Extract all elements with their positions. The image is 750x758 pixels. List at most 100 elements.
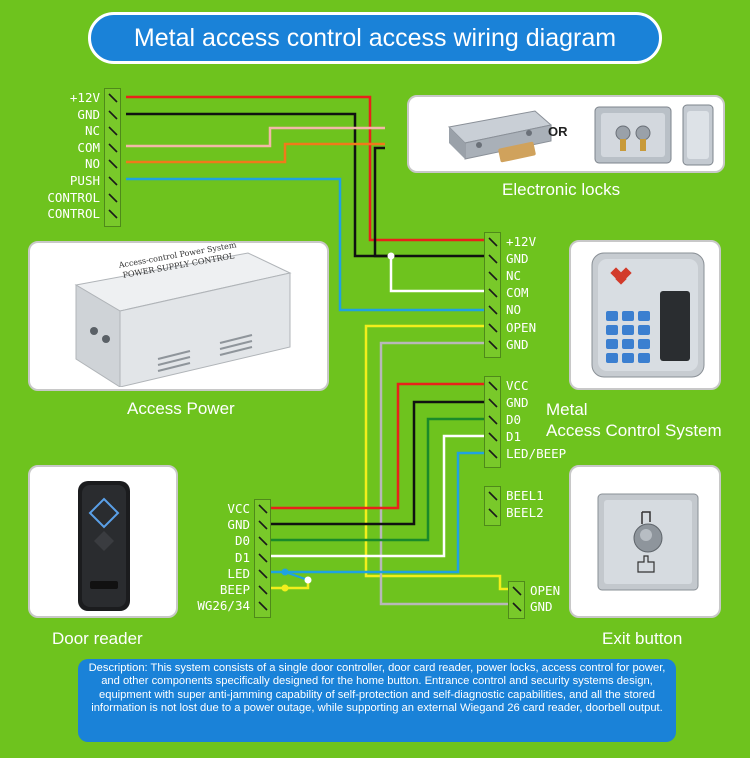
terminal-label: OPEN bbox=[530, 583, 561, 598]
wire-power-12v bbox=[126, 95, 488, 242]
terminal-label: NC bbox=[506, 268, 522, 284]
terminal-label: GND bbox=[77, 106, 100, 122]
terminal-label: D1 bbox=[506, 429, 522, 445]
system-caption-line2: Access Control System bbox=[546, 421, 722, 440]
terminal-screw-icon bbox=[258, 601, 268, 611]
terminal-label: NO bbox=[84, 156, 100, 172]
terminal-label: GND bbox=[506, 336, 529, 352]
terminal-label: BEEL2 bbox=[506, 505, 544, 521]
terminal-screw-icon bbox=[108, 159, 118, 169]
door-reader-caption: Door reader bbox=[52, 629, 143, 648]
junction-dot bbox=[281, 568, 289, 576]
terminal-screw-icon bbox=[488, 305, 498, 315]
terminal-screw-icon bbox=[108, 110, 118, 120]
terminal-screw-icon bbox=[258, 520, 268, 530]
terminal-screw-icon bbox=[512, 602, 522, 612]
terminal-screw-icon bbox=[258, 504, 268, 514]
terminal-label: CONTROL bbox=[47, 206, 100, 222]
terminal-screw-icon bbox=[108, 176, 118, 186]
terminal-screw-icon bbox=[488, 449, 498, 459]
terminal-label: D1 bbox=[234, 549, 250, 565]
terminal-label: NC bbox=[84, 123, 100, 139]
wire-lock-gnd bbox=[373, 146, 391, 258]
terminal-screw-icon bbox=[108, 93, 118, 103]
terminal-strip-controller-b bbox=[484, 376, 501, 468]
or-label: OR bbox=[548, 124, 568, 139]
terminal-screw-icon bbox=[488, 491, 498, 501]
wire-power-com-lock bbox=[126, 126, 385, 148]
wire-d1-reader bbox=[268, 434, 488, 558]
terminal-screw-icon bbox=[488, 271, 498, 281]
terminal-label: OPEN bbox=[506, 319, 537, 335]
wire-vcc-reader bbox=[268, 382, 488, 510]
terminal-screw-icon bbox=[488, 381, 498, 391]
terminal-label: BEEP bbox=[219, 582, 250, 597]
terminal-label: D0 bbox=[506, 412, 522, 428]
door-reader-panel bbox=[28, 465, 178, 618]
terminal-screw-icon bbox=[488, 508, 498, 518]
terminal-screw-icon bbox=[108, 193, 118, 203]
wire-power-gnd bbox=[126, 112, 488, 258]
exit-button-caption: Exit button bbox=[602, 629, 683, 648]
terminal-screw-icon bbox=[488, 340, 498, 350]
keypad-image bbox=[591, 252, 705, 378]
wire-ledbeep-reader bbox=[268, 451, 488, 574]
bolt-lock-image bbox=[447, 110, 553, 163]
terminal-label: LED/BEEP bbox=[506, 446, 567, 462]
junction-dot bbox=[281, 584, 289, 592]
terminal-label: VCC bbox=[506, 378, 529, 393]
system-caption-line1: Metal bbox=[546, 400, 588, 419]
wire-gnd-com bbox=[389, 256, 488, 293]
junction-dot bbox=[304, 576, 312, 584]
terminal-strip-power bbox=[104, 88, 121, 227]
power-supply-box-image bbox=[74, 252, 292, 387]
terminal-screw-icon bbox=[488, 288, 498, 298]
keypad-panel bbox=[569, 240, 721, 390]
rim-lock-image bbox=[594, 104, 714, 166]
terminal-label: WG26/34 bbox=[197, 598, 250, 614]
terminal-label: GND bbox=[506, 395, 529, 411]
terminal-label: +12V bbox=[506, 234, 537, 249]
terminal-label: NO bbox=[506, 302, 522, 318]
terminal-label: GND bbox=[227, 517, 250, 533]
terminal-screw-icon bbox=[108, 209, 118, 219]
terminal-label: D0 bbox=[234, 533, 250, 549]
terminal-screw-icon bbox=[258, 553, 268, 563]
terminal-label: +12V bbox=[69, 90, 100, 105]
terminal-screw-icon bbox=[488, 237, 498, 247]
terminal-strip-controller-a bbox=[484, 232, 501, 358]
terminal-label: COM bbox=[506, 285, 529, 301]
description-box: Description: This system consists of a s… bbox=[78, 659, 676, 742]
terminal-screw-icon bbox=[108, 126, 118, 136]
wire-gnd-reader bbox=[268, 400, 488, 526]
wire-power-no-lock bbox=[126, 142, 385, 164]
terminal-screw-icon bbox=[488, 415, 498, 425]
junction-dot bbox=[387, 252, 395, 260]
terminal-screw-icon bbox=[512, 586, 522, 596]
terminal-screw-icon bbox=[488, 432, 498, 442]
terminal-label: PUSH bbox=[69, 173, 100, 188]
diagram-title: Metal access control access wiring diagr… bbox=[88, 12, 662, 64]
terminal-screw-icon bbox=[488, 398, 498, 408]
terminal-screw-icon bbox=[488, 254, 498, 264]
terminal-strip-exit bbox=[508, 581, 525, 620]
terminal-label: GND bbox=[530, 599, 553, 615]
terminal-screw-icon bbox=[258, 536, 268, 546]
terminal-screw-icon bbox=[258, 569, 268, 579]
terminal-screw-icon bbox=[108, 143, 118, 153]
electronic-locks-caption: Electronic locks bbox=[502, 180, 621, 199]
wire-led-join bbox=[284, 571, 309, 581]
terminal-label: VCC bbox=[227, 501, 250, 516]
terminal-screw-icon bbox=[488, 322, 498, 333]
electronic-locks-panel: OR bbox=[407, 95, 725, 173]
exit-button-panel bbox=[569, 465, 721, 618]
access-power-caption: Access Power bbox=[127, 399, 235, 418]
terminal-label: LED bbox=[227, 565, 250, 581]
wire-power-push bbox=[126, 177, 488, 312]
door-reader-image bbox=[78, 481, 130, 611]
terminal-label: CONTROL bbox=[47, 189, 100, 205]
terminal-screw-icon bbox=[258, 585, 268, 595]
terminal-label: BEEL1 bbox=[506, 488, 544, 503]
